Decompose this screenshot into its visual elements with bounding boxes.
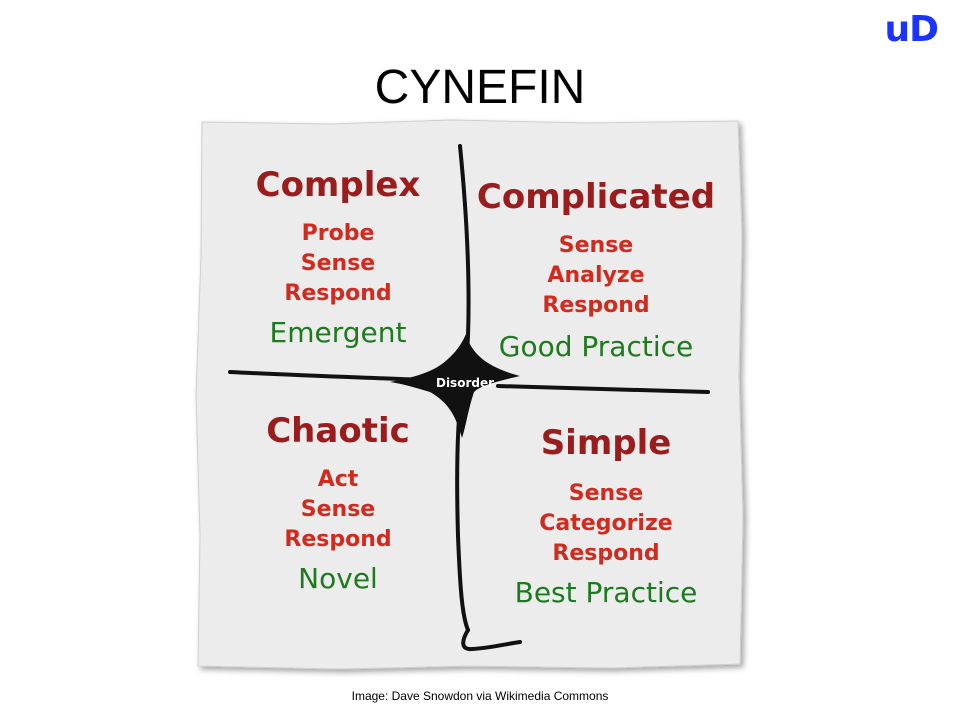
chaotic-step-3: Respond: [284, 527, 391, 552]
chaotic-practice: Novel: [298, 562, 378, 595]
complicated-practice: Good Practice: [499, 330, 693, 363]
slide-title: CYNEFIN: [374, 61, 586, 114]
disorder-label: Disorder: [436, 376, 494, 390]
complicated-step-2: Analyze: [547, 263, 644, 288]
quadrant-complicated: Complicated Sense Analyze Respond Good P…: [477, 177, 715, 363]
ud-logo: uD: [884, 9, 939, 50]
chaotic-title: Chaotic: [266, 411, 410, 451]
chaotic-step-1: Act: [318, 467, 359, 492]
complex-practice: Emergent: [270, 316, 407, 349]
complicated-title: Complicated: [477, 177, 715, 217]
complicated-step-3: Respond: [542, 293, 649, 318]
quadrant-complex: Complex Probe Sense Respond Emergent: [256, 165, 421, 349]
complex-title: Complex: [256, 165, 421, 205]
simple-step-3: Respond: [552, 541, 659, 566]
simple-title: Simple: [541, 423, 672, 463]
bottom-loop: [461, 628, 522, 652]
disorder-blob: [390, 334, 520, 438]
complex-step-1: Probe: [302, 221, 375, 246]
complicated-step-1: Sense: [559, 233, 633, 258]
chaotic-step-2: Sense: [301, 497, 375, 522]
simple-step-2: Categorize: [539, 511, 672, 536]
cynefin-diagram: Disorder Complex Probe Sense Respond Eme…: [195, 119, 744, 670]
horizontal-axis-right: [496, 384, 710, 394]
complex-step-3: Respond: [284, 281, 391, 306]
quadrant-chaotic: Chaotic Act Sense Respond Novel: [266, 411, 410, 595]
simple-step-1: Sense: [569, 481, 643, 506]
simple-practice: Best Practice: [515, 576, 698, 609]
complex-step-2: Sense: [301, 251, 375, 276]
quadrant-simple: Simple Sense Categorize Respond Best Pra…: [515, 423, 698, 609]
image-credit: Image: Dave Snowdon via Wikimedia Common…: [351, 689, 609, 703]
